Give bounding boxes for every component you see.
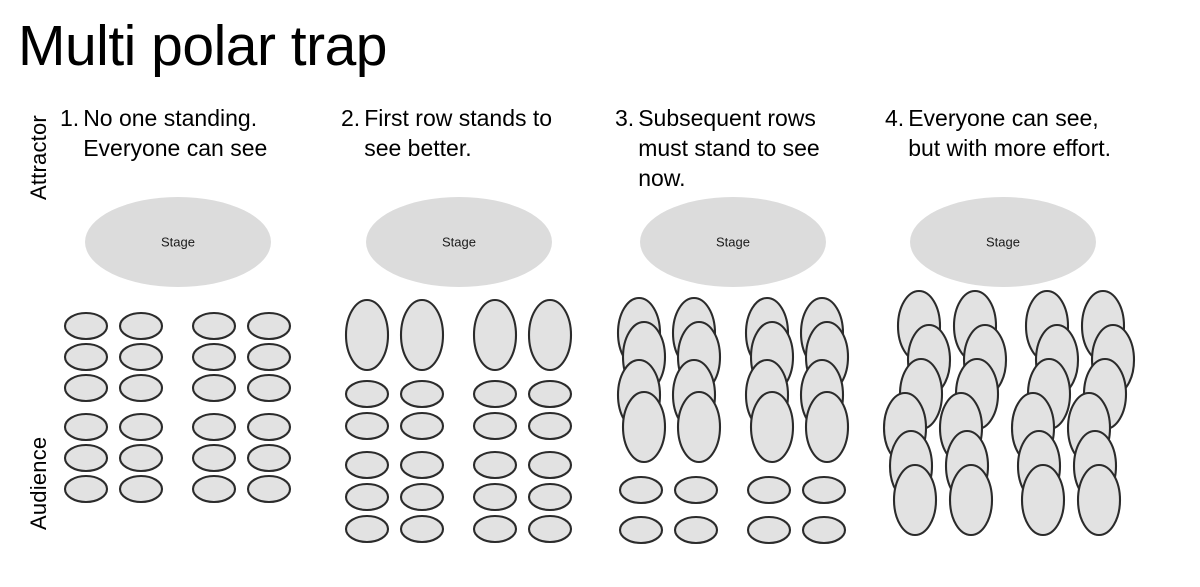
seat-oval bbox=[191, 342, 237, 372]
stage-label: Stage bbox=[161, 234, 195, 249]
axis-label-attractor: Attractor bbox=[26, 115, 51, 200]
seat-oval bbox=[63, 373, 109, 403]
seat-oval bbox=[118, 311, 164, 341]
standing-oval bbox=[1020, 463, 1066, 537]
seat-oval bbox=[191, 373, 237, 403]
seat-oval bbox=[246, 373, 292, 403]
seat-oval bbox=[191, 311, 237, 341]
seat-oval bbox=[63, 311, 109, 341]
seat-oval bbox=[472, 482, 518, 512]
seat-oval bbox=[191, 443, 237, 473]
audience-seats bbox=[882, 289, 1136, 537]
panel-subsequent-rows-stand: 3.Subsequent rows must stand to see now.… bbox=[611, 104, 891, 574]
seat-oval bbox=[399, 514, 445, 544]
seat-oval bbox=[472, 411, 518, 441]
seat-oval bbox=[801, 475, 847, 505]
standing-oval bbox=[1076, 463, 1122, 537]
standing-oval bbox=[344, 298, 390, 372]
seat-oval bbox=[801, 515, 847, 545]
seat-oval bbox=[344, 450, 390, 480]
stage-label: Stage bbox=[716, 234, 750, 249]
panel-caption: 4.Everyone can see, but with more effort… bbox=[881, 104, 1157, 164]
seat-oval bbox=[399, 411, 445, 441]
seat-oval bbox=[472, 379, 518, 409]
seat-oval bbox=[191, 474, 237, 504]
stage-label: Stage bbox=[986, 234, 1020, 249]
seat-oval bbox=[246, 311, 292, 341]
seat-oval bbox=[399, 450, 445, 480]
panel-no-one-standing: 1.No one standing. Everyone can see Stag… bbox=[56, 104, 336, 574]
panel-number: 2. bbox=[341, 105, 361, 131]
stage-shape bbox=[640, 197, 826, 287]
seat-oval bbox=[63, 443, 109, 473]
stage-shape bbox=[910, 197, 1096, 287]
seat-oval bbox=[618, 515, 664, 545]
seat-oval bbox=[118, 474, 164, 504]
audience-seats bbox=[63, 311, 292, 504]
page-title: Multi polar trap bbox=[18, 14, 388, 78]
scene-diagram: Stage bbox=[337, 190, 617, 574]
panel-caption: 1.No one standing. Everyone can see bbox=[56, 104, 332, 164]
panel-number: 4. bbox=[885, 105, 905, 131]
panel-caption-text: Everyone can see, but with more effort. bbox=[908, 105, 1112, 161]
seat-oval bbox=[472, 450, 518, 480]
scene-diagram: Stage bbox=[611, 190, 891, 574]
seat-oval bbox=[191, 412, 237, 442]
stage-shape bbox=[366, 197, 552, 287]
seat-oval bbox=[63, 342, 109, 372]
seat-oval bbox=[673, 515, 719, 545]
panel-caption-text: First row stands to see better. bbox=[364, 105, 553, 161]
seat-oval bbox=[527, 411, 573, 441]
axis-label-audience: Audience bbox=[26, 436, 51, 530]
seat-oval bbox=[118, 443, 164, 473]
seat-oval bbox=[527, 379, 573, 409]
panel-everyone-stands: 4.Everyone can see, but with more effort… bbox=[881, 104, 1161, 574]
standing-oval bbox=[948, 463, 994, 537]
seat-oval bbox=[118, 342, 164, 372]
seat-oval bbox=[246, 412, 292, 442]
seat-oval bbox=[246, 443, 292, 473]
seat-oval bbox=[527, 450, 573, 480]
panel-caption-text: Subsequent rows must stand to see now. bbox=[638, 105, 820, 191]
seat-oval bbox=[746, 515, 792, 545]
panel-number: 3. bbox=[615, 105, 635, 131]
seat-oval bbox=[618, 475, 664, 505]
audience-seats bbox=[616, 296, 850, 545]
standing-oval bbox=[621, 390, 667, 464]
seat-oval bbox=[344, 411, 390, 441]
seat-oval bbox=[246, 474, 292, 504]
standing-oval bbox=[749, 390, 795, 464]
seat-oval bbox=[746, 475, 792, 505]
seat-oval bbox=[344, 379, 390, 409]
seat-oval bbox=[344, 514, 390, 544]
panel-first-row-stands: 2.First row stands to see better. Stage bbox=[337, 104, 617, 574]
audience-seats bbox=[344, 298, 573, 544]
seat-oval bbox=[399, 379, 445, 409]
standing-oval bbox=[804, 390, 850, 464]
standing-oval bbox=[527, 298, 573, 372]
standing-oval bbox=[472, 298, 518, 372]
panel-caption-text: No one standing. Everyone can see bbox=[83, 105, 268, 161]
seat-oval bbox=[246, 342, 292, 372]
seat-oval bbox=[472, 514, 518, 544]
panel-caption: 3.Subsequent rows must stand to see now. bbox=[611, 104, 887, 194]
scene-diagram: Stage bbox=[881, 190, 1161, 574]
panel-number: 1. bbox=[60, 105, 80, 131]
seat-oval bbox=[118, 412, 164, 442]
seat-oval bbox=[673, 475, 719, 505]
seat-oval bbox=[63, 412, 109, 442]
standing-oval bbox=[676, 390, 722, 464]
standing-oval bbox=[892, 463, 938, 537]
seat-oval bbox=[527, 482, 573, 512]
seat-oval bbox=[399, 482, 445, 512]
seat-oval bbox=[63, 474, 109, 504]
stage-shape bbox=[85, 197, 271, 287]
seat-oval bbox=[527, 514, 573, 544]
scene-diagram: Stage bbox=[56, 190, 336, 574]
stage-label: Stage bbox=[442, 234, 476, 249]
seat-oval bbox=[118, 373, 164, 403]
panel-caption: 2.First row stands to see better. bbox=[337, 104, 613, 164]
seat-oval bbox=[344, 482, 390, 512]
standing-oval bbox=[399, 298, 445, 372]
